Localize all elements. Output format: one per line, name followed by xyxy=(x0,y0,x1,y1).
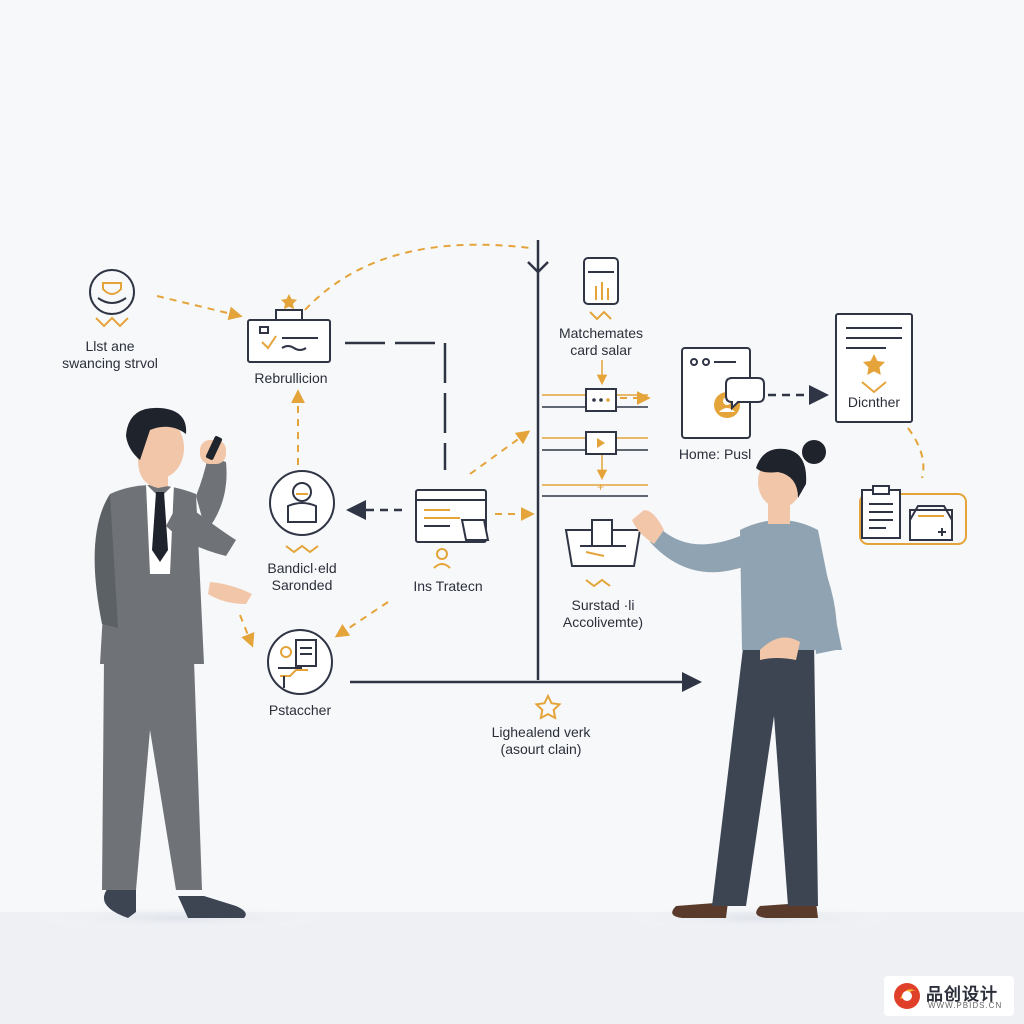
label-surstad: Surstad ·li Accolivemte) xyxy=(562,597,644,630)
label-pstaccher: Pstaccher xyxy=(268,702,332,718)
profile-chat-icon xyxy=(681,347,765,439)
label-ins-tratecn: Ins Tratecn xyxy=(413,578,483,594)
label-bandicld: Bandicl·eld Saronded xyxy=(267,560,337,593)
businesswoman-figure xyxy=(632,440,842,918)
label-matchemates: Matchemates card salar xyxy=(558,325,644,358)
main-connectors xyxy=(345,240,829,692)
watermark-text: 品创设计 xyxy=(926,985,998,1004)
label-rebrull: Rebrullicion xyxy=(254,370,328,386)
brand-logo-icon xyxy=(894,983,920,1009)
businessman-figure xyxy=(94,407,252,918)
orange-flows xyxy=(156,243,925,648)
label-list: Llst ane swancing strvol xyxy=(62,338,158,371)
label-dicnther: Dicnther xyxy=(847,394,901,410)
checklist-card-icon xyxy=(247,309,331,363)
person-portrait-icon xyxy=(269,470,335,554)
browser-document-icon xyxy=(415,489,490,569)
star-document-icon xyxy=(835,313,913,423)
star-icon xyxy=(281,294,297,310)
clipboard-drive-icon xyxy=(859,485,967,545)
watermark-subtext: WWW.PBIDS.CN xyxy=(928,1001,1003,1010)
label-lighthead: Lighealend verk (asourt clain) xyxy=(491,724,591,757)
svg-text:+: + xyxy=(597,480,604,494)
watermark-logo: 品创设计 WWW.PBIDS.CN xyxy=(884,976,1014,1016)
label-home-post: Home: Pusl xyxy=(678,446,752,462)
box-document-icon xyxy=(564,519,642,588)
person-desk-icon xyxy=(267,629,333,695)
process-tracks xyxy=(542,360,648,497)
star-outline-icon xyxy=(534,693,562,720)
trophy-hand-icon xyxy=(89,269,135,328)
server-bars-icon xyxy=(583,257,619,321)
